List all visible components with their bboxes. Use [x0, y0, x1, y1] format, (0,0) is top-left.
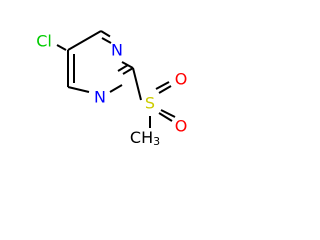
oxygen-label-top: O	[175, 70, 188, 89]
oxygen-label-bottom: O	[175, 117, 188, 136]
bonds	[56, 30, 176, 128]
atom-labels: Cl N N S O O CH3	[36, 32, 187, 148]
bond-s-o-top-a	[158, 85, 172, 94]
bond-c6-n1-double	[100, 30, 111, 38]
bond-c2-s	[132, 67, 142, 101]
sulfur-label: S	[145, 94, 155, 113]
nitrogen-label-top: N	[111, 41, 123, 60]
bond-c2-n3-double	[122, 67, 134, 75]
bond-n3-c2-lower	[109, 84, 123, 93]
methyl-label: CH3	[130, 128, 160, 148]
bond-c2-n3-double-inner	[117, 64, 129, 72]
bond-s-o-bottom-a	[158, 112, 173, 122]
bond-c5-n-ring-left	[56, 44, 67, 51]
bond-c5-c6	[67, 30, 102, 51]
methyl-label-subscript: 3	[153, 135, 160, 148]
molecule-structure: Cl N N S O O CH3	[36, 30, 187, 148]
methyl-label-main: CH	[130, 128, 153, 147]
bond-n3-c4	[67, 86, 90, 93]
nitrogen-label-bottom: N	[94, 88, 106, 107]
chlorine-label: Cl	[36, 32, 52, 51]
bond-c6-n1-double-inner	[101, 37, 112, 44]
bond-s-o-bottom-b	[160, 109, 176, 118]
bond-s-o-top-b	[155, 81, 170, 90]
